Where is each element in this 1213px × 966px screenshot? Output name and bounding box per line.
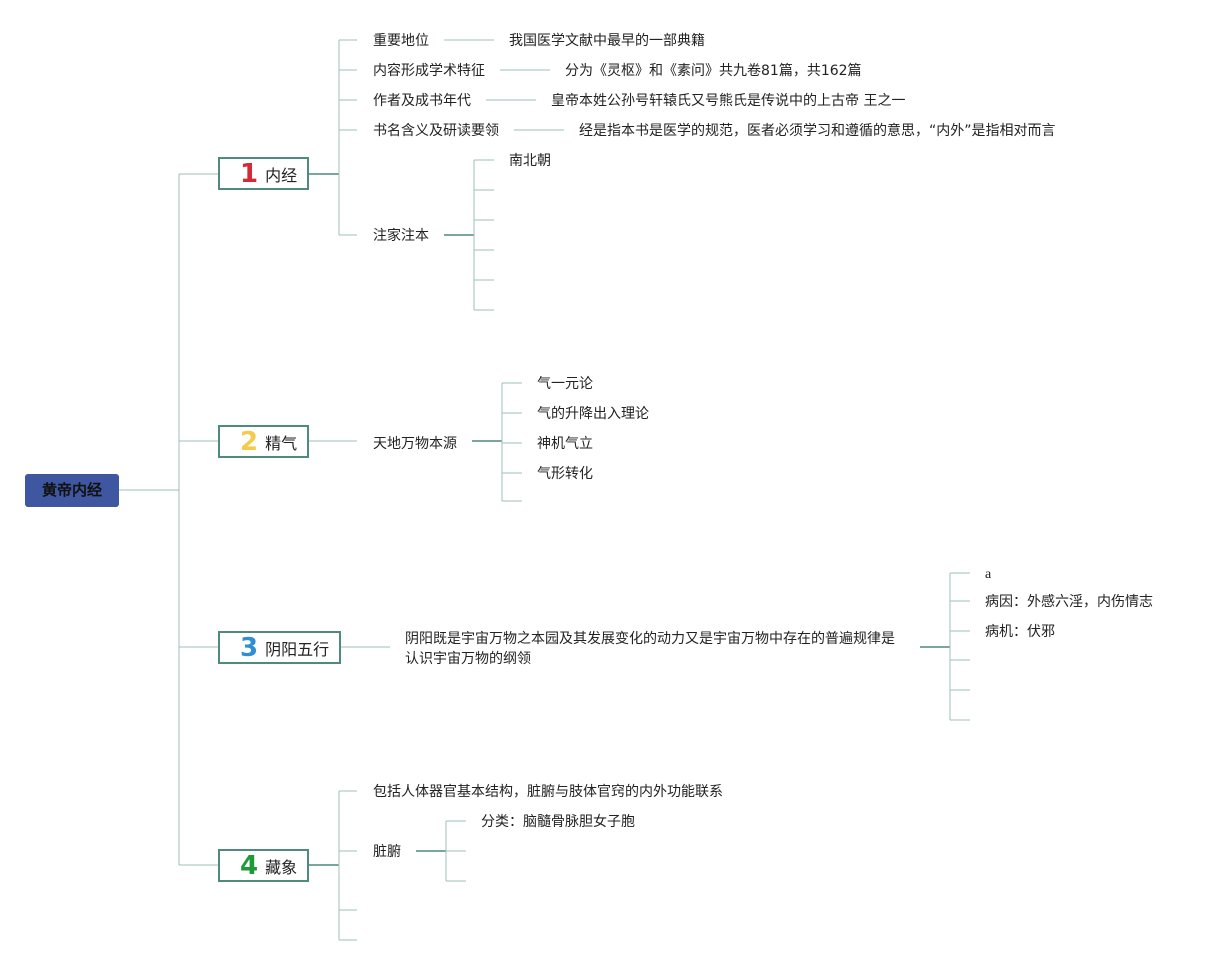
- section-node-zangxiang[interactable]: 4 藏象: [218, 849, 309, 882]
- topic-node[interactable]: 书名含义及研读要领: [373, 123, 499, 139]
- topic-node[interactable]: 天地万物本源: [373, 436, 457, 452]
- section-label: 阴阳五行: [265, 639, 330, 659]
- topic-node[interactable]: 内容形成学术特征: [373, 63, 485, 79]
- sub-topic[interactable]: 病机：伏邪: [985, 624, 1055, 640]
- sub-topic[interactable]: 气形转化: [537, 466, 593, 482]
- section-number: 4: [240, 850, 259, 881]
- topic-node[interactable]: 包括人体器官基本结构，脏腑与肢体官窍的内外功能联系: [373, 784, 723, 800]
- sub-topic[interactable]: 分类：脑髓骨脉胆女子胞: [481, 814, 635, 830]
- sub-topic[interactable]: 气的升降出入理论: [537, 406, 649, 422]
- sub-topic[interactable]: a: [985, 567, 992, 582]
- topic-detail[interactable]: 我国医学文献中最早的一部典籍: [509, 33, 705, 49]
- section-node-yinyang-wuxing[interactable]: 3 阴阳五行: [218, 631, 341, 664]
- section-number: 2: [240, 426, 259, 457]
- sub-topic[interactable]: 气一元论: [537, 376, 593, 392]
- topic-detail[interactable]: 分为《灵枢》和《素问》共九卷81篇，共162篇: [565, 63, 862, 79]
- section-label: 精气: [265, 433, 298, 453]
- topic-detail[interactable]: 皇帝本姓公孙号轩辕氏又号熊氏是传说中的上古帝 王之一: [551, 93, 906, 109]
- sub-topic[interactable]: 病因：外感六淫，内伤情志: [985, 594, 1153, 610]
- root-node[interactable]: 黄帝内经: [25, 474, 119, 507]
- section-node-jingqi[interactable]: 2 精气: [218, 425, 309, 458]
- section-number: 3: [240, 632, 259, 663]
- topic-node[interactable]: 脏腑: [373, 844, 401, 860]
- section-label: 内经: [265, 165, 298, 185]
- section-number: 1: [240, 158, 259, 189]
- topic-node[interactable]: 作者及成书年代: [373, 93, 471, 109]
- section-label: 藏象: [265, 857, 298, 877]
- section-node-neijing[interactable]: 1 内经: [218, 157, 309, 190]
- sub-topic[interactable]: 南北朝: [509, 153, 551, 169]
- topic-node[interactable]: 重要地位: [373, 33, 429, 49]
- topic-node[interactable]: 阴阳既是宇宙万物之本园及其发展变化的动力又是宇宙万物中存在的普遍规律是认识宇宙万…: [405, 631, 895, 667]
- sub-topic[interactable]: 神机气立: [537, 436, 593, 452]
- topic-node[interactable]: 注家注本: [373, 228, 429, 244]
- topic-detail[interactable]: 经是指本书是医学的规范，医者必须学习和遵循的意思，“内外”是指相对而言: [579, 123, 1056, 139]
